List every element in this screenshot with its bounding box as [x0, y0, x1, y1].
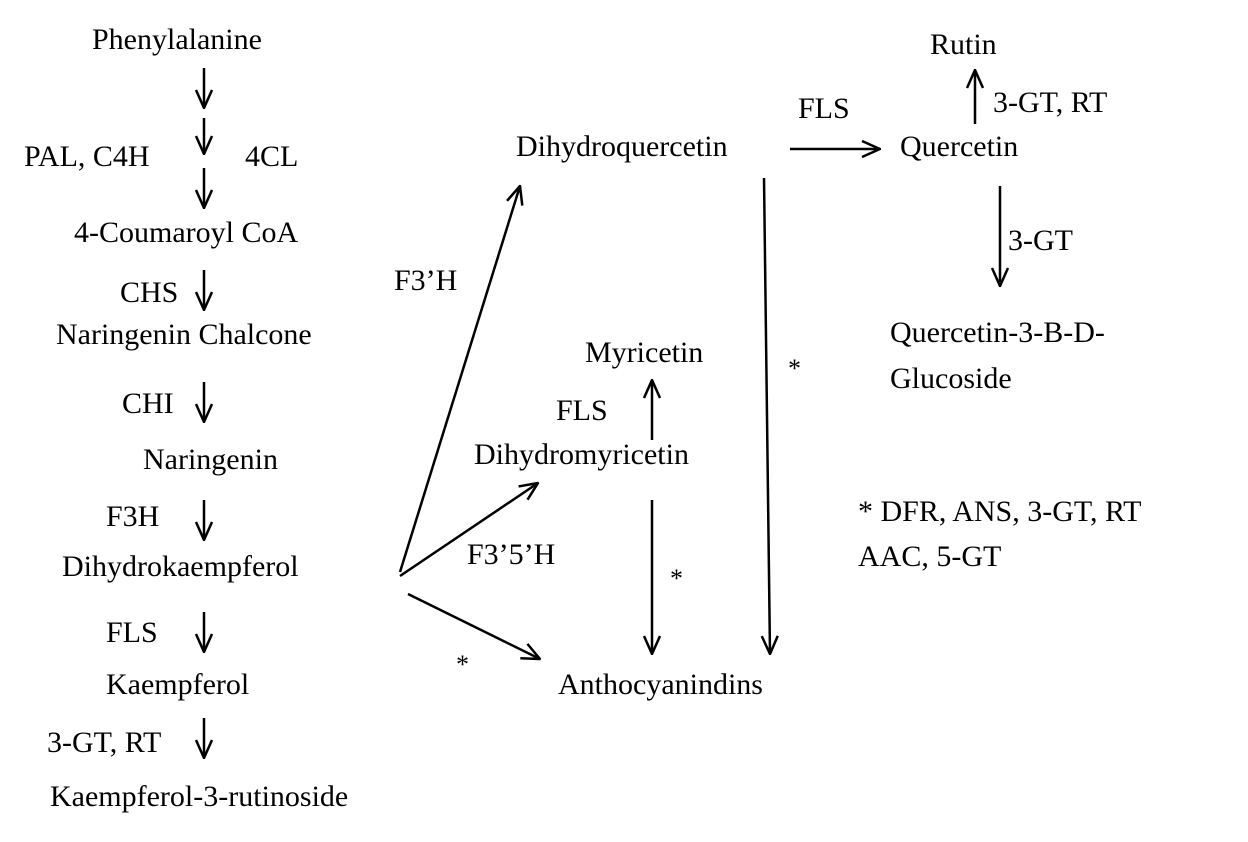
- legend-line2: AAC, 5-GT: [858, 540, 1002, 573]
- enzyme-gt-rt-rutin: 3-GT, RT: [993, 86, 1108, 119]
- enzyme-f3prime-h: F3’H: [394, 264, 458, 297]
- node-dihydromyricetin: Dihydromyricetin: [474, 438, 689, 471]
- node-phenylalanine: Phenylalanine: [92, 23, 262, 56]
- marker-star-dihydromyricetin: *: [670, 564, 683, 593]
- enzyme-chs: CHS: [120, 276, 179, 309]
- node-4-coumaroyl-coa: 4-Coumaroyl CoA: [74, 216, 299, 249]
- arrow-f3prime-h: [398, 186, 520, 573]
- node-rutin: Rutin: [930, 28, 997, 61]
- node-dihydroquercetin: Dihydroquercetin: [516, 130, 728, 163]
- enzyme-fls-myricetin: FLS: [556, 394, 608, 427]
- marker-star-dihydroquercetin: *: [788, 354, 801, 383]
- enzyme-fls-kaempferol: FLS: [106, 616, 158, 649]
- node-anthocyanindins: Anthocyanindins: [558, 668, 763, 701]
- node-quercetin: Quercetin: [900, 130, 1019, 163]
- enzyme-gt-glucoside: 3-GT: [1008, 224, 1073, 257]
- node-naringenin: Naringenin: [143, 443, 278, 476]
- legend-line1: * DFR, ANS, 3-GT, RT: [858, 495, 1142, 528]
- node-dihydrokaempferol: Dihydrokaempferol: [62, 550, 299, 583]
- node-myricetin: Myricetin: [585, 336, 704, 369]
- enzyme-f3h: F3H: [106, 500, 160, 533]
- enzyme-f35h: F3’5’H: [467, 538, 556, 571]
- arrow-dhq-anthocyanin: [764, 177, 770, 654]
- arrow-f35h: [399, 483, 538, 578]
- marker-star-dihydrokaempferol: *: [456, 650, 469, 679]
- enzyme-chi: CHI: [122, 387, 174, 420]
- enzyme-fls-quercetin: FLS: [798, 92, 850, 125]
- node-quercetin-glucoside-line1: Quercetin-3-B-D-: [890, 316, 1105, 349]
- enzyme-gt-rt-kaempferol: 3-GT, RT: [47, 726, 162, 759]
- node-kaempferol: Kaempferol: [106, 668, 250, 701]
- node-quercetin-glucoside-line2: Glucoside: [890, 362, 1012, 395]
- enzyme-pal-c4h: PAL, C4H: [24, 140, 150, 173]
- arrow-anthocyanin-from-dhk: [407, 592, 540, 659]
- enzyme-4cl: 4CL: [245, 140, 299, 173]
- node-kaempferol-3-rutinoside: Kaempferol-3-rutinoside: [50, 780, 349, 813]
- node-naringenin-chalcone: Naringenin Chalcone: [56, 318, 312, 351]
